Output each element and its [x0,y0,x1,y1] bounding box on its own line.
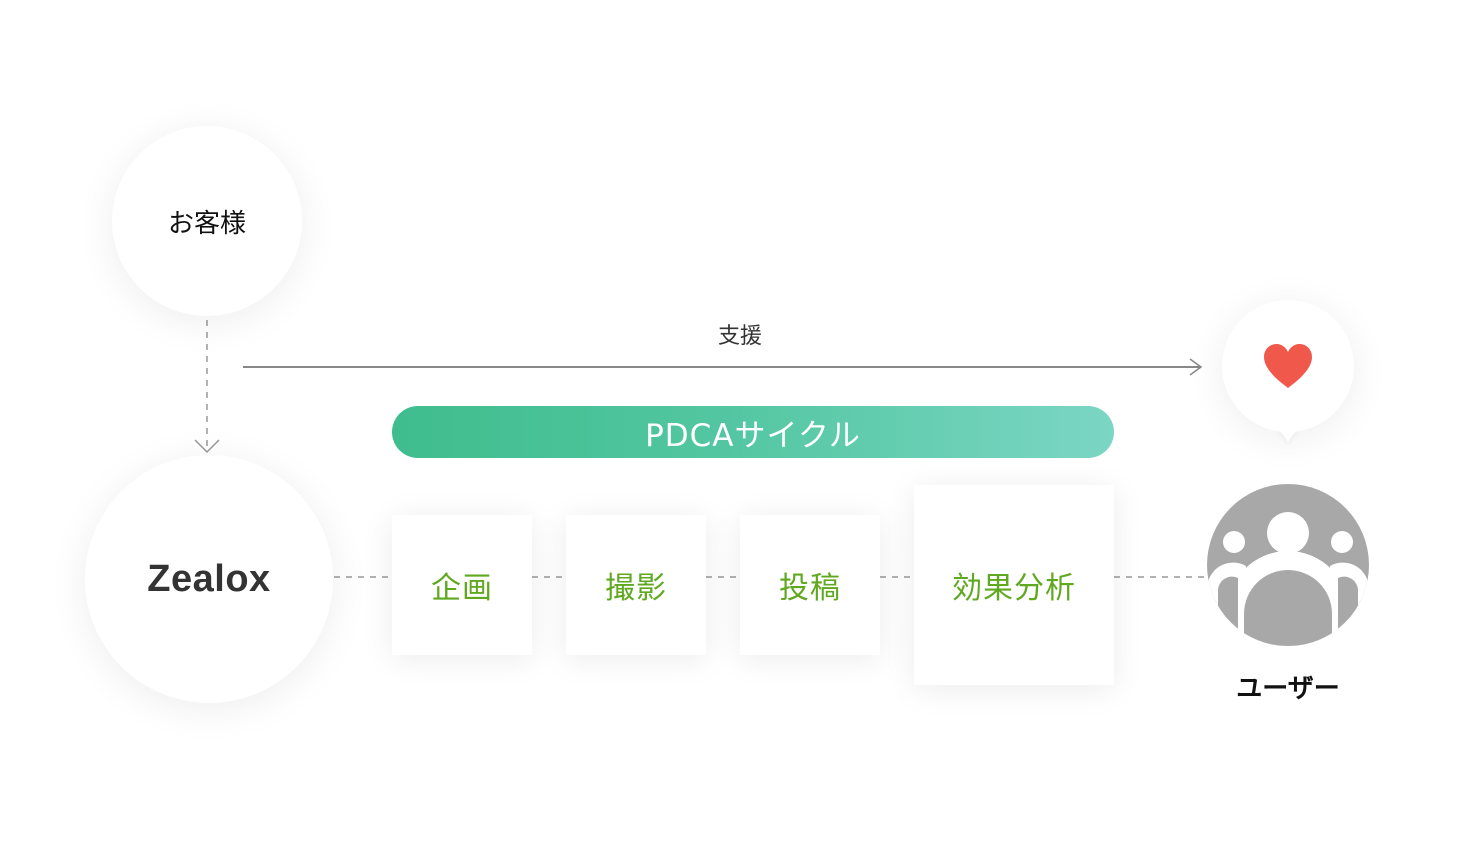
company-node: Zealox [85,455,333,703]
support-label: 支援 [717,324,762,349]
company-label: Zealox [147,557,271,600]
client-node: お客様 [112,126,302,316]
step-shooting: 撮影 [566,515,706,655]
step-label: 撮影 [605,571,667,606]
down-arrowhead [194,439,220,454]
users-group-icon [1207,484,1369,646]
heart-icon [1264,344,1312,388]
bubble-tail [1278,428,1298,442]
client-label: お客様 [167,208,246,239]
step-label: 企画 [431,571,493,606]
pdca-cycle-bar: PDCAサイクル [392,406,1114,458]
step-label: 効果分析 [952,571,1076,606]
step-label: 投稿 [779,571,841,606]
heart-bubble [1222,300,1354,432]
step-planning: 企画 [392,515,532,655]
step-posting: 投稿 [740,515,880,655]
pdca-label: PDCAサイクル [645,417,861,454]
user-label: ユーザー [1236,674,1340,704]
right-arrowhead [1189,358,1203,376]
step-analysis: 効果分析 [914,485,1114,685]
